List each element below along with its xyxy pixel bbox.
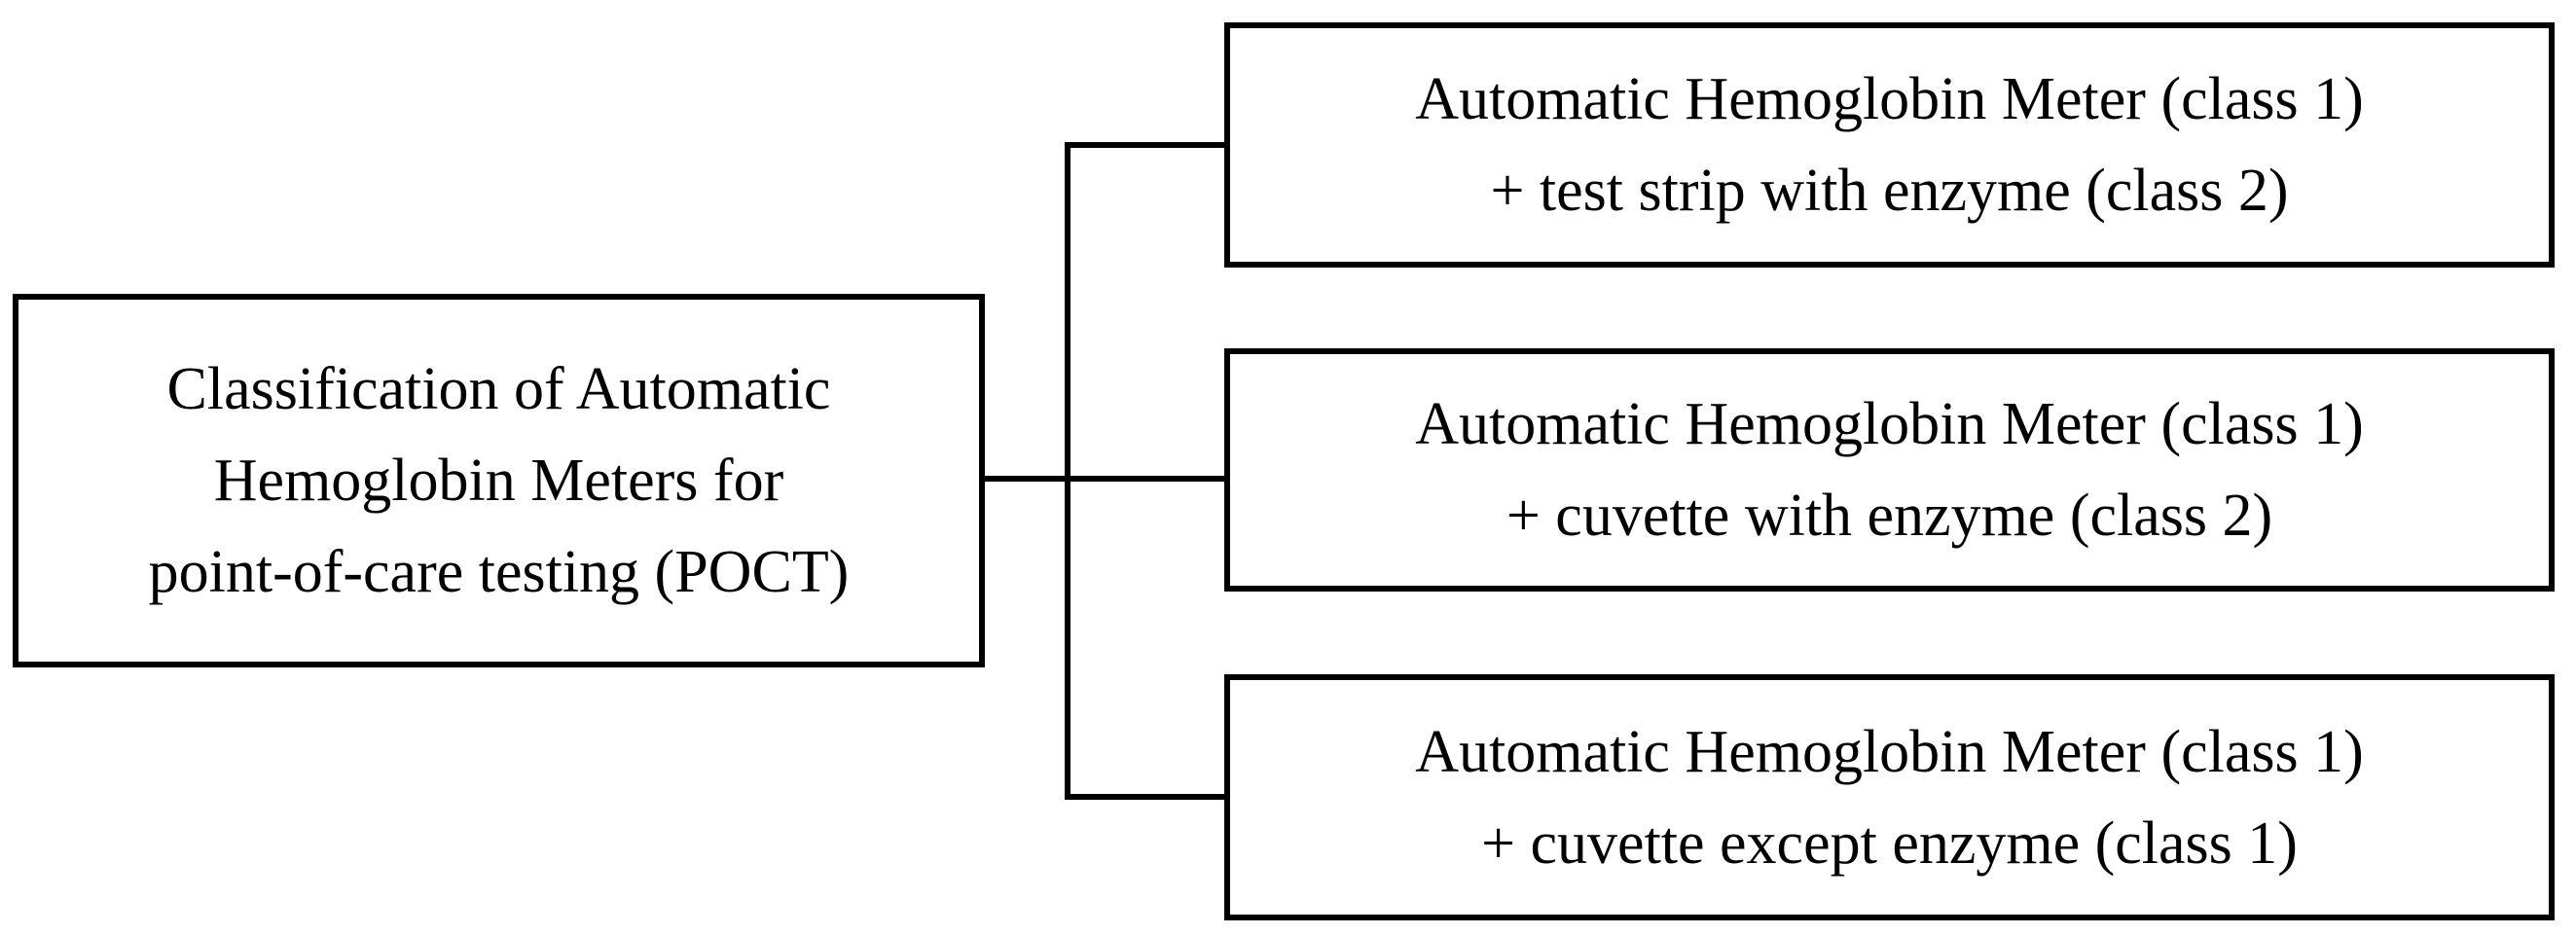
connector-branch-bottom (1065, 794, 1226, 800)
connector-trunk-vertical (1065, 142, 1070, 800)
child-box-text-line: + cuvette with enzyme (class 2) (1506, 483, 2273, 549)
root-box-text-line: Hemoglobin Meters for (213, 448, 784, 514)
child-box-text-line: + test strip with enzyme (class 2) (1490, 158, 2289, 224)
child-box-text-line: Automatic Hemoglobin Meter (class 1) (1415, 66, 2364, 132)
root-box-poct-classification: Classification of Automatic Hemoglobin M… (13, 294, 985, 667)
child-box-cuvette-with-enzyme: Automatic Hemoglobin Meter (class 1) + c… (1224, 348, 2555, 592)
child-box-cuvette-except-enzyme: Automatic Hemoglobin Meter (class 1) + c… (1224, 674, 2555, 920)
child-box-text-line: Automatic Hemoglobin Meter (class 1) (1415, 391, 2364, 457)
child-box-test-strip: Automatic Hemoglobin Meter (class 1) + t… (1224, 22, 2555, 268)
child-box-text-line: Automatic Hemoglobin Meter (class 1) (1415, 718, 2364, 785)
root-box-text-line: point-of-care testing (POCT) (148, 539, 850, 605)
connector-branch-top (1065, 142, 1226, 148)
child-box-text-line: + cuvette except enzyme (class 1) (1481, 809, 2298, 877)
root-box-text-line: Classification of Automatic (166, 356, 831, 422)
connector-root-to-trunk (985, 476, 1228, 482)
